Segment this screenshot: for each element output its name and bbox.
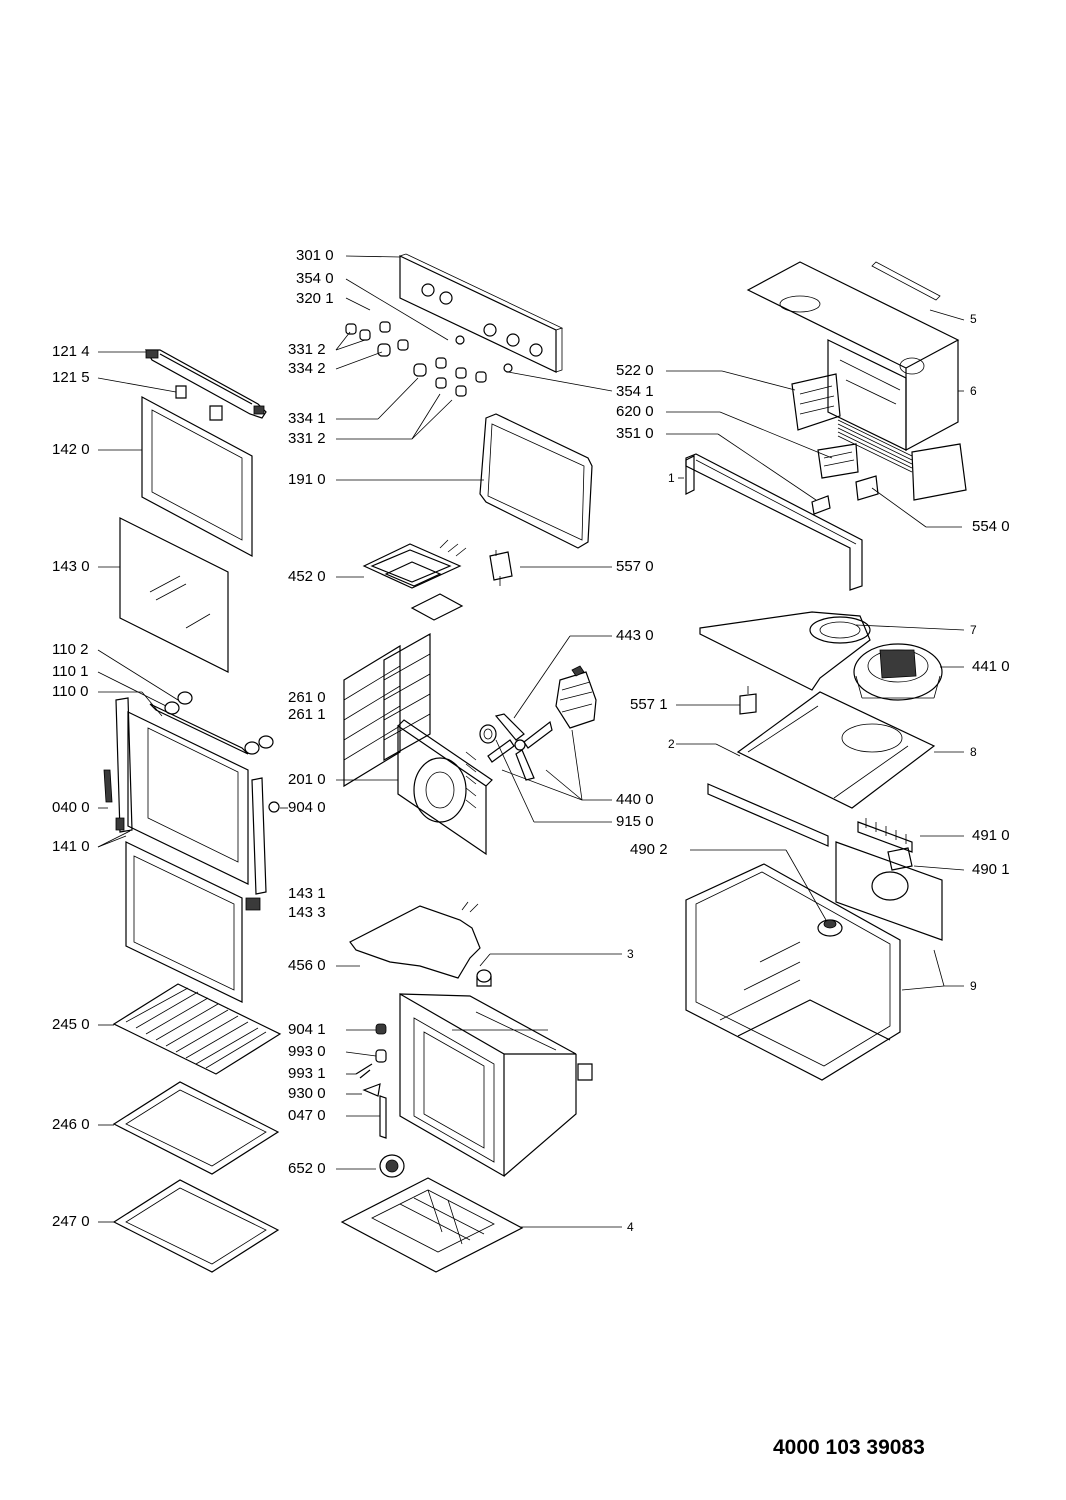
lower-element-part	[349, 901, 481, 979]
label-245-0: 245 0	[52, 1016, 90, 1033]
door-glass-frame-part	[141, 395, 253, 558]
label-351-0: 351 0	[616, 425, 654, 442]
callout-5: 5	[970, 312, 977, 326]
label-201-0: 201 0	[288, 771, 326, 788]
callout-4: 4	[627, 1220, 634, 1234]
label-904-0: 904 0	[288, 799, 326, 816]
fan-motor-part	[555, 665, 597, 729]
leader-lines	[97, 255, 965, 1228]
terminal-block-part	[857, 818, 913, 853]
label-354-1: 354 1	[616, 383, 654, 400]
label-331-2-bottom: 331 2	[288, 430, 326, 447]
fan-blade-part	[487, 713, 553, 781]
outer-casing-part	[685, 863, 901, 1081]
oven-rack-part	[112, 983, 282, 1075]
label-301-0: 301 0	[296, 247, 334, 264]
lamp-cover-part	[476, 969, 492, 987]
label-440-0: 440 0	[616, 791, 654, 808]
label-456-0: 456 0	[288, 957, 326, 974]
outer-door-part	[103, 697, 280, 895]
light-socket-part	[817, 919, 843, 937]
side-rack-part	[343, 632, 431, 788]
label-557-0: 557 0	[616, 558, 654, 575]
rear-panel-part	[835, 841, 943, 941]
label-554-0: 554 0	[972, 518, 1010, 535]
label-452-0: 452 0	[288, 568, 326, 585]
inner-glass-part	[119, 517, 229, 673]
control-knobs-part	[345, 321, 513, 397]
label-143-0: 143 0	[52, 558, 90, 575]
label-247-0: 247 0	[52, 1213, 90, 1230]
wiring-harness-part	[817, 419, 967, 501]
door-top-trim-part	[144, 349, 267, 421]
label-246-0: 246 0	[52, 1116, 90, 1133]
label-121-5: 121 5	[52, 369, 90, 386]
baking-tray-part	[112, 1081, 280, 1175]
label-915-0: 915 0	[616, 813, 654, 830]
label-143-1: 143 1	[288, 885, 326, 902]
label-993-0: 993 0	[288, 1043, 326, 1060]
top-chassis-part	[746, 261, 960, 452]
label-110-1: 110 1	[52, 663, 89, 680]
label-191-0: 191 0	[288, 471, 326, 488]
label-110-0: 110 0	[52, 683, 89, 700]
label-490-2: 490 2	[630, 841, 668, 858]
label-261-0: 261 0	[288, 689, 326, 706]
bottom-plate-part	[340, 1177, 524, 1273]
fan-duct-plate-part	[699, 611, 871, 691]
callout-8: 8	[970, 745, 977, 759]
label-491-0: 491 0	[972, 827, 1010, 844]
grill-element-part	[362, 539, 467, 621]
callout-1: 1	[668, 471, 675, 485]
label-040-0: 040 0	[52, 799, 90, 816]
callout-2: 2	[668, 737, 675, 751]
label-143-3: 143 3	[288, 904, 326, 921]
callout-6: 6	[970, 384, 977, 398]
label-652-0: 652 0	[288, 1160, 326, 1177]
label-320-1: 320 1	[296, 290, 334, 307]
rear-fan-cover-part	[397, 719, 493, 856]
label-441-0: 441 0	[972, 658, 1010, 675]
small-parts-group	[355, 1023, 405, 1178]
callout-9: 9	[970, 979, 977, 993]
label-904-1: 904 1	[288, 1021, 326, 1038]
label-354-0: 354 0	[296, 270, 334, 287]
callout-7: 7	[970, 623, 977, 637]
label-331-2-top: 331 2	[288, 341, 326, 358]
cooling-fan-part	[853, 643, 943, 701]
label-047-0: 047 0	[288, 1107, 326, 1124]
label-490-1: 490 1	[972, 861, 1010, 878]
label-620-0: 620 0	[616, 403, 654, 420]
callout-3: 3	[627, 947, 634, 961]
door-gasket-part	[479, 413, 593, 549]
label-142-0: 142 0	[52, 441, 90, 458]
control-panel-part	[399, 253, 564, 373]
drip-tray-part	[112, 1179, 280, 1273]
label-334-2: 334 2	[288, 360, 326, 377]
base-plate-part	[707, 691, 936, 847]
label-557-1: 557 1	[630, 696, 668, 713]
label-334-1: 334 1	[288, 410, 326, 427]
document-number: 4000 103 39083	[773, 1436, 925, 1459]
oven-cavity-part	[399, 992, 593, 1178]
switch-block-part	[791, 373, 841, 431]
door-washers-part	[164, 691, 274, 755]
fan-nut-part	[479, 724, 497, 744]
thermostat-part	[489, 550, 513, 586]
label-930-0: 930 0	[288, 1085, 326, 1102]
label-443-0: 443 0	[616, 627, 654, 644]
label-110-2: 110 2	[52, 641, 89, 658]
label-121-4: 121 4	[52, 343, 90, 360]
door-outer-glass-part	[125, 841, 261, 1003]
label-261-1: 261 1	[288, 706, 326, 723]
label-522-0: 522 0	[616, 362, 654, 379]
label-993-1: 993 1	[288, 1065, 326, 1082]
mounting-bracket-part	[685, 453, 879, 591]
label-141-0: 141 0	[52, 838, 90, 855]
safety-thermostat-part	[739, 686, 757, 715]
